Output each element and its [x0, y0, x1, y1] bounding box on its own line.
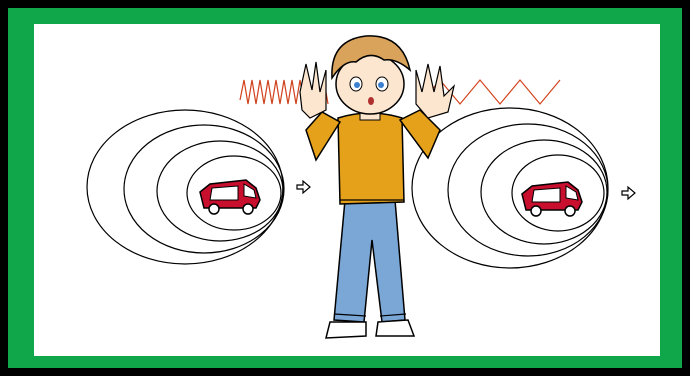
- doppler-illustration: [0, 0, 690, 376]
- illustration-frame: [0, 0, 690, 376]
